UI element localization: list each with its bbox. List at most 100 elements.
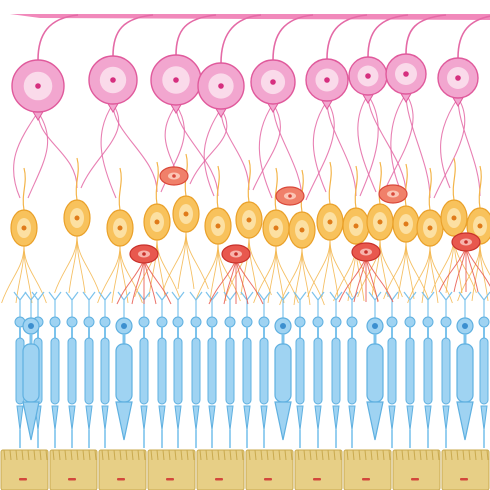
epithelial-cell: [99, 450, 146, 490]
rod-fiber: [71, 326, 73, 338]
rod-outer-segment: [226, 338, 234, 404]
bipolar-cell: [417, 210, 443, 246]
bipolar-cell: [64, 200, 90, 236]
rod-fiber: [335, 326, 337, 338]
rod-nucleus-body: [225, 317, 235, 327]
epithelial-cell: [197, 450, 244, 490]
rod-outer-segment: [140, 338, 148, 404]
rod-fiber: [211, 326, 213, 338]
rod-inner-fiber: [351, 430, 353, 448]
rod-inner-fiber: [195, 430, 197, 448]
rod-outer-segment: [314, 338, 322, 404]
bipolar-nucleus: [328, 220, 333, 225]
epithelial-nucleus: [460, 478, 468, 481]
bipolar-cell: [173, 196, 199, 232]
rod-nucleus-body: [423, 317, 433, 327]
bipolar-nucleus: [354, 224, 359, 229]
rod-outer-segment: [192, 338, 200, 404]
bipolar-cell: [144, 204, 170, 240]
cone-inner-segment: [116, 344, 132, 402]
rod-fiber: [195, 326, 197, 338]
bipolar-nucleus: [452, 216, 457, 221]
rod-nucleus-body: [191, 317, 201, 327]
rod-outer-segment: [85, 338, 93, 404]
cone-inner-segment: [367, 344, 383, 402]
rod-outer-segment: [243, 338, 251, 404]
rod-fiber: [88, 326, 90, 338]
rod-nucleus-body: [259, 317, 269, 327]
bipolar-cell: [441, 200, 467, 236]
rod-fiber: [177, 326, 179, 338]
rod-fiber: [161, 326, 163, 338]
rod-nucleus-body: [405, 317, 415, 327]
rod-inner-fiber: [263, 430, 265, 448]
rod-inner-fiber: [483, 430, 485, 448]
rod-nucleus-body: [441, 317, 451, 327]
amacrine-nucleus: [391, 192, 395, 196]
epithelial-cell: [344, 450, 391, 490]
rod-inner-fiber: [335, 430, 337, 448]
rod-nucleus-body: [84, 317, 94, 327]
ganglion-nucleus: [455, 75, 461, 81]
bipolar-nucleus: [247, 218, 252, 223]
rod-fiber: [263, 326, 265, 338]
cone-fiber: [374, 334, 377, 344]
rod-inner-fiber: [229, 430, 231, 448]
rod-outer-segment: [406, 338, 414, 404]
bipolar-nucleus: [22, 226, 27, 231]
rod-outer-segment: [442, 338, 450, 404]
rod-inner-fiber: [37, 430, 39, 448]
epithelial-nucleus: [362, 478, 370, 481]
rod-outer-segment: [388, 338, 396, 404]
bipolar-nucleus: [184, 212, 189, 217]
bipolar-cell: [367, 204, 393, 240]
epithelial-nucleus: [215, 478, 223, 481]
rod-nucleus-body: [67, 317, 77, 327]
bipolar-nucleus: [75, 216, 80, 221]
bipolar-nucleus: [428, 226, 433, 231]
bipolar-cell: [317, 204, 343, 240]
rod-nucleus-body: [100, 317, 110, 327]
bipolar-cell: [343, 208, 369, 244]
rod-fiber: [104, 326, 106, 338]
rod-outer-segment: [348, 338, 356, 404]
rod-inner-fiber: [391, 430, 393, 448]
epithelial-nucleus: [117, 478, 125, 481]
ganglion-nucleus: [218, 83, 224, 89]
cone-nucleus: [280, 323, 286, 329]
amacrine-cell: [379, 185, 407, 203]
epithelial-cell: [246, 450, 293, 490]
bipolar-nucleus: [216, 224, 221, 229]
rod-outer-segment: [51, 338, 59, 404]
ganglion-nucleus: [270, 79, 276, 85]
bipolar-cell: [11, 210, 37, 246]
epithelial-nucleus: [19, 478, 27, 481]
epithelial-nucleus: [166, 478, 174, 481]
cone-inner-segment: [23, 344, 39, 402]
rod-fiber: [299, 326, 301, 338]
rod-inner-fiber: [177, 430, 179, 448]
ganglion-nucleus: [35, 83, 41, 89]
bipolar-nucleus: [478, 224, 483, 229]
rod-inner-fiber: [409, 430, 411, 448]
rod-fiber: [445, 326, 447, 338]
bipolar-nucleus: [300, 228, 305, 233]
rod-inner-fiber: [161, 430, 163, 448]
epithelial-cell: [393, 450, 440, 490]
epithelial-cell: [148, 450, 195, 490]
ganglion-nucleus: [173, 77, 179, 83]
epithelial-cell: [1, 450, 48, 490]
rod-fiber: [351, 326, 353, 338]
bipolar-nucleus: [274, 226, 279, 231]
bipolar-cell: [289, 212, 315, 248]
amacrine-cell: [160, 167, 188, 185]
rod-nucleus-body: [173, 317, 183, 327]
rod-inner-fiber: [88, 430, 90, 448]
cone-fiber: [123, 334, 126, 344]
rod-outer-segment: [480, 338, 488, 404]
amacrine-nucleus: [172, 174, 176, 178]
bipolar-nucleus: [378, 220, 383, 225]
bipolar-cell: [236, 202, 262, 238]
bipolar-cell: [263, 210, 289, 246]
